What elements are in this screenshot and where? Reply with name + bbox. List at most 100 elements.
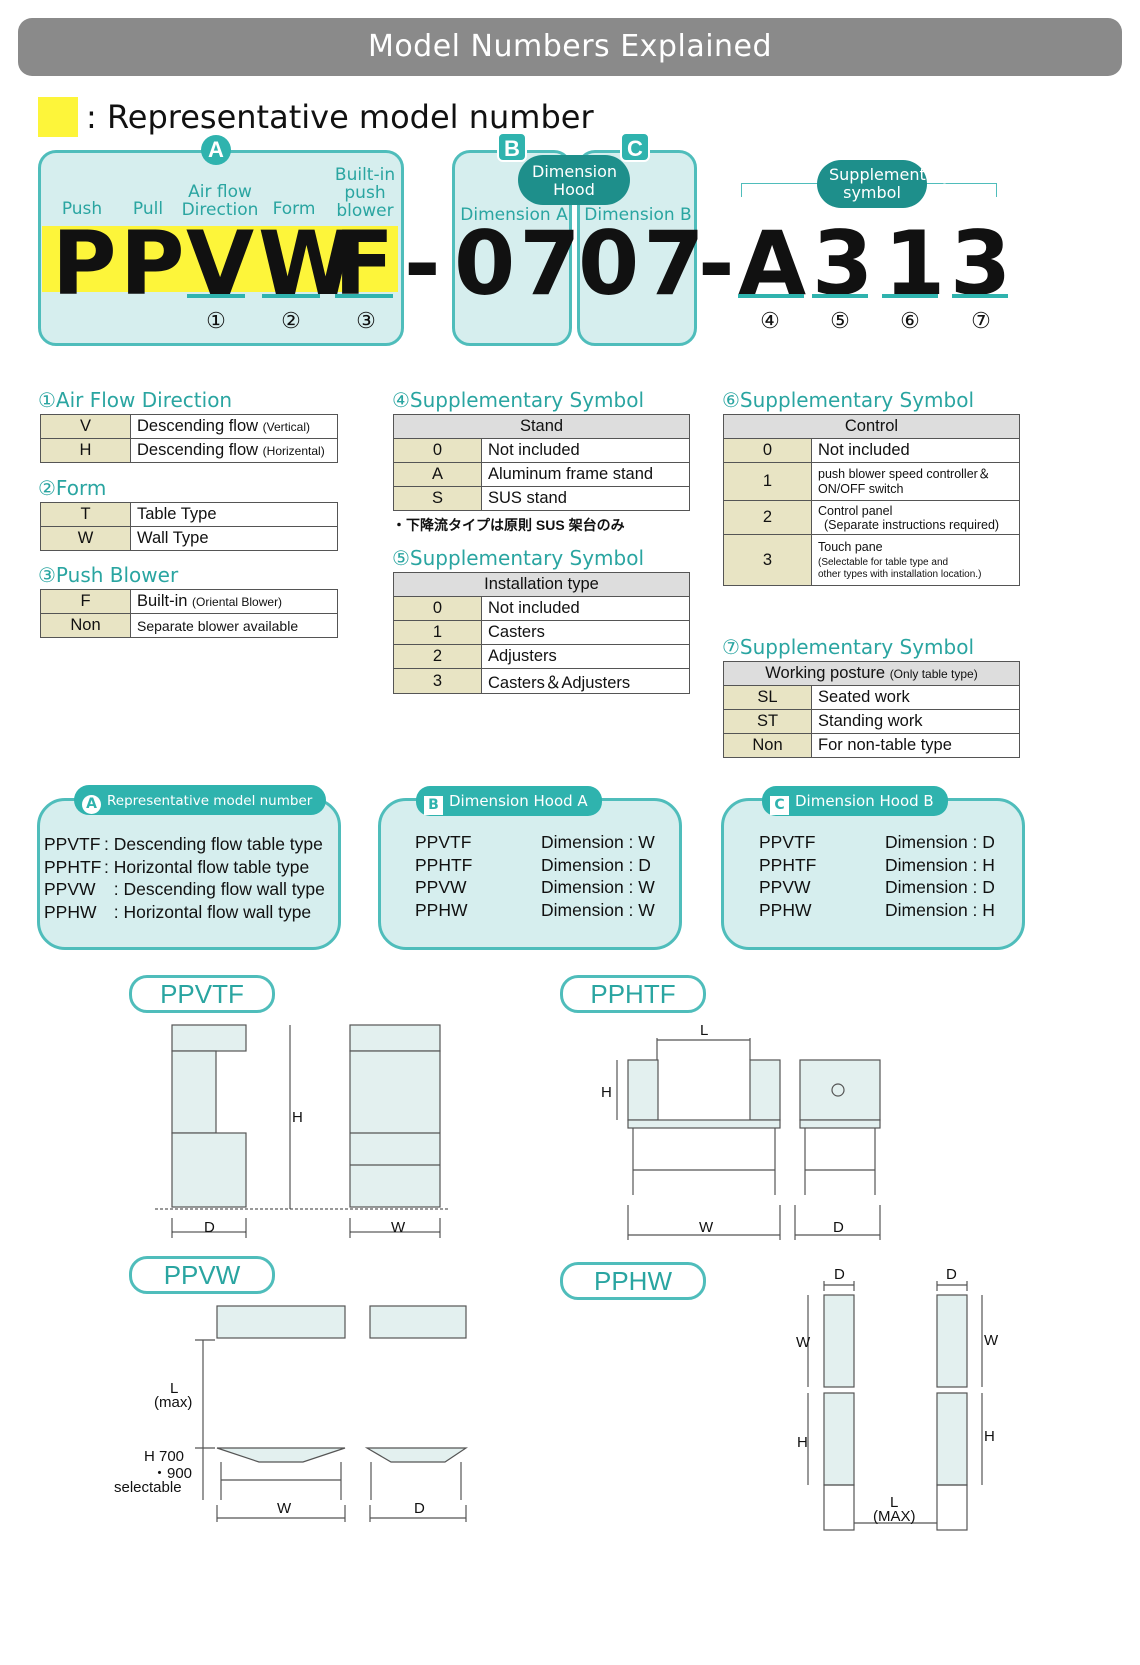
label-air-flow-direction: Air flow Direction — [181, 182, 259, 220]
ppvw-h2-label: ・900 — [152, 1465, 193, 1482]
model-code: PPVTF — [415, 832, 472, 852]
list-item: PPVW : Descending flow wall type — [44, 878, 325, 901]
air-flow-title: ①Air Flow Direction — [38, 388, 233, 412]
table-row: T Table Type — [40, 502, 338, 527]
underline-3 — [335, 294, 393, 298]
legend-swatch — [38, 97, 78, 137]
model-dim: Dimension : H — [885, 854, 995, 875]
value-line: push blower speed controller＆ — [818, 466, 991, 481]
table-value: Seated work — [811, 685, 1020, 710]
pphw-l-label: L — [890, 1494, 899, 1511]
supp4-title: ④Supplementary Symbol — [392, 388, 645, 412]
model-dim: Dimension : H — [885, 899, 995, 920]
model-desc: : Horizontal flow wall type — [104, 901, 312, 922]
table-key: 2 — [393, 644, 482, 669]
char-dash-2: - — [698, 212, 739, 315]
model-code: PPHTF — [759, 854, 817, 875]
model-dim: Dimension : W — [541, 832, 655, 852]
pphw-d-label-left: D — [834, 1266, 845, 1283]
value-text: Descending flow — [137, 441, 259, 459]
ppvw-max-label: (max) — [154, 1394, 193, 1411]
legend-text: : Representative model number — [86, 98, 594, 136]
ppvtf-h-label: H — [292, 1109, 303, 1126]
ppvw-l-label: L — [170, 1380, 179, 1397]
model-desc: : Descending flow table type — [104, 834, 323, 854]
table-row: Non Separate blower available — [40, 613, 338, 638]
push-blower-title: ③Push Blower — [38, 563, 179, 587]
table-header: Installation type — [393, 572, 690, 597]
label-push: Push — [61, 199, 103, 219]
list-item: PPVTF Dimension : W — [415, 831, 655, 854]
form-table: T Table Type W Wall Type — [40, 502, 338, 551]
badge-a-icon: A — [82, 795, 101, 814]
page-title: Model Numbers Explained — [18, 18, 1122, 76]
form-title: ②Form — [38, 476, 107, 500]
ppvtf-label: PPVTF — [129, 975, 275, 1013]
table-value: Built-in (Oriental Blower) — [130, 589, 338, 614]
model-code: PPHW — [759, 899, 812, 920]
table-key: 0 — [393, 596, 482, 621]
supp6-title: ⑥Supplementary Symbol — [722, 388, 975, 412]
model-code: PPHW — [44, 901, 97, 922]
circled-4: ④ — [760, 308, 780, 333]
table-key: W — [40, 526, 131, 551]
value-line: Control panel — [818, 503, 893, 518]
explain-box-a — [37, 798, 341, 950]
pphw-h-label-right: H — [984, 1428, 995, 1445]
model-desc: : Horizontal flow table type — [104, 856, 310, 877]
ppvw-h3-label: selectable — [114, 1479, 182, 1496]
label-pull: Pull — [132, 199, 164, 219]
model-code: PPVTF — [759, 832, 816, 852]
table-key: T — [40, 502, 131, 527]
table-header-row: Stand — [393, 414, 690, 439]
table-key: 3 — [723, 534, 812, 586]
explain-tab-a: A Representative model number — [74, 785, 327, 815]
list-item: PPHW Dimension : H — [759, 899, 995, 922]
ppvw-label: PPVW — [129, 1256, 275, 1294]
model-code: PPHW — [415, 899, 468, 920]
explain-box-c — [721, 798, 1025, 950]
ppvtf-w-label: W — [391, 1219, 406, 1236]
char-dimension-a: 07 — [454, 212, 585, 315]
table-header: Stand — [393, 414, 690, 439]
char-form: W — [258, 212, 360, 315]
ppvw-drawing — [195, 1305, 468, 1522]
badge-c-icon: C — [620, 132, 650, 162]
pphw-w-label-left: W — [796, 1334, 811, 1351]
pphw-drawing — [807, 1281, 983, 1531]
ppvw-d-label: D — [414, 1500, 425, 1517]
badge-c-icon: C — [770, 796, 789, 815]
pphtf-l-label: L — [700, 1022, 709, 1039]
ppvtf-d-label: D — [204, 1219, 215, 1236]
model-code: PPVW — [44, 879, 96, 899]
header-note: (Only table type) — [889, 667, 978, 681]
pphtf-w-label: W — [699, 1219, 714, 1236]
char-pull: P — [120, 212, 189, 315]
explain-tab-title: Representative model number — [107, 793, 313, 809]
underline-4 — [738, 294, 804, 298]
model-code: PPHTF — [44, 856, 102, 877]
circled-3: ③ — [356, 308, 376, 333]
underline-2 — [262, 294, 320, 298]
pphw-max-label: (MAX) — [873, 1508, 916, 1525]
table-value: Separate blower available — [130, 613, 338, 638]
push-blower-table: F Built-in (Oriental Blower) Non Separat… — [40, 589, 338, 638]
badge-b-icon: B — [497, 132, 527, 162]
explain-box-b — [378, 798, 682, 950]
value-line: ON/OFF switch — [818, 481, 904, 496]
table-key: 0 — [723, 438, 812, 463]
underline-7 — [952, 294, 1008, 298]
pphtf-h-label: H — [601, 1084, 612, 1101]
list-item: PPHW : Horizontal flow wall type — [44, 901, 325, 924]
table-key: 3 — [393, 668, 482, 694]
representative-highlight — [42, 226, 398, 292]
value-text: Descending flow — [137, 417, 259, 435]
